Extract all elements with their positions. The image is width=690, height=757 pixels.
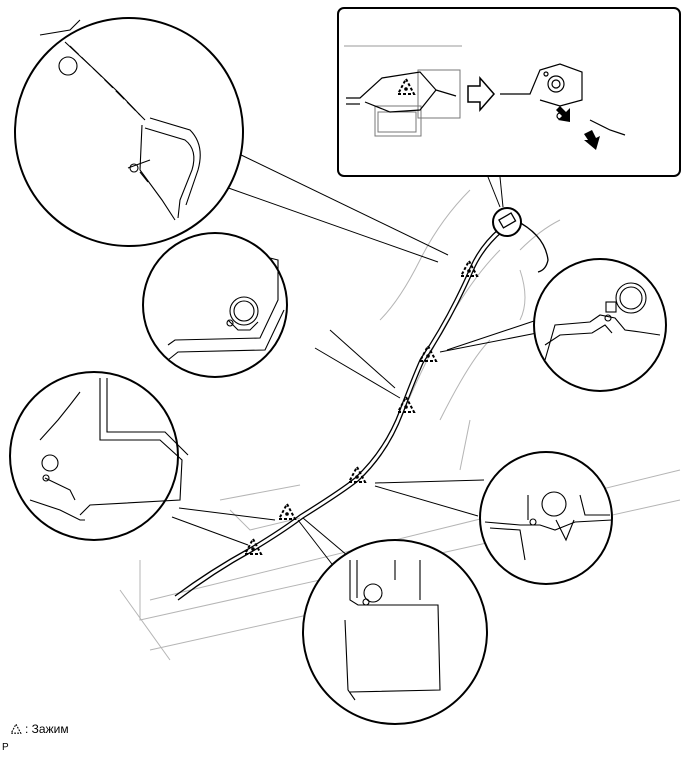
- detail-circle-bottom-center: [302, 539, 488, 725]
- legend-text: : Зажим: [25, 722, 69, 736]
- connector-icon: [492, 207, 522, 237]
- arrow-right-icon: [467, 76, 495, 112]
- arrow-down-left-icon: [556, 106, 570, 122]
- detail-circle-upper-left: [14, 17, 244, 247]
- callout-lines: [171, 152, 538, 569]
- arrow-down-icon: [584, 130, 600, 150]
- legend: : Зажим: [10, 722, 69, 736]
- detail-circle-mid-left: [142, 232, 288, 378]
- detail-circle-lower-right: [479, 451, 613, 585]
- clamp-triangle-icon: [10, 723, 22, 734]
- detail-circle-right: [533, 258, 667, 392]
- detail-circle-lower-left: [9, 371, 189, 541]
- harness-route: [174, 219, 549, 601]
- connector-removal-inset: [337, 7, 681, 177]
- corner-mark: P: [2, 742, 9, 753]
